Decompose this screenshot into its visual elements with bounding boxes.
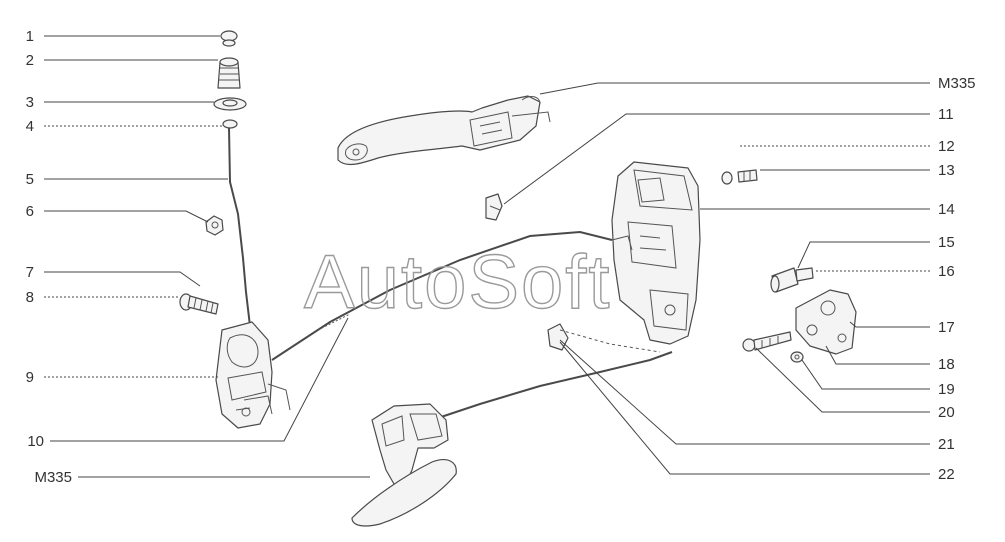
callout-7: 7	[26, 264, 34, 281]
part-retainer	[547, 323, 569, 351]
right-callouts: M335 11 12 13 14 15 16 17 18 19 20 21 22	[938, 75, 976, 483]
part-lock-rod	[228, 127, 259, 341]
callout-20: 20	[938, 404, 955, 421]
callout-2: 2	[26, 52, 34, 69]
part-lock-button-cap	[220, 30, 238, 47]
callout-19: 19	[938, 381, 955, 398]
callout-15: 15	[938, 234, 955, 251]
callout-22: 22	[938, 466, 955, 483]
part-clip	[485, 193, 503, 221]
callout-10: 10	[27, 433, 44, 450]
callout-13: 13	[938, 162, 955, 179]
part-lock-button-sleeve	[217, 57, 241, 89]
part-lock-mechanism	[215, 321, 291, 429]
part-striker-plate	[795, 289, 857, 355]
part-bushing	[222, 119, 238, 129]
part-inside-handle	[351, 403, 457, 527]
callout-5: 5	[26, 171, 34, 188]
callout-6: 6	[26, 203, 34, 220]
callout-17: 17	[938, 319, 955, 336]
part-outside-handle	[337, 95, 551, 166]
watermark: AutoSoft	[304, 240, 612, 325]
callout-4: 4	[26, 118, 34, 135]
part-door-lock	[611, 161, 701, 345]
part-nut	[205, 215, 224, 236]
part-inside-handle-rod	[437, 351, 673, 419]
callout-16: 16	[938, 263, 955, 280]
part-grommet	[213, 97, 247, 111]
callout-12: 12	[938, 138, 955, 155]
callout-1: 1	[26, 28, 34, 45]
callout-21: 21	[938, 436, 955, 453]
callout-3: 3	[26, 94, 34, 111]
left-callouts: 1 2 3 4 5 6 7 8 9 10 M335	[26, 28, 72, 486]
part-screw-small	[721, 169, 758, 185]
part-bolt	[179, 293, 219, 315]
callout-9: 9	[26, 369, 34, 386]
part-connecting-rod	[271, 230, 613, 361]
callout-m335-left: M335	[34, 469, 72, 486]
part-striker-bolt	[742, 331, 792, 352]
part-striker-screw	[770, 267, 814, 293]
callout-11: 11	[938, 106, 954, 123]
callout-18: 18	[938, 356, 955, 373]
callout-8: 8	[26, 289, 34, 306]
callout-14: 14	[938, 201, 955, 218]
callout-m335-right: M335	[938, 75, 976, 92]
part-washer	[790, 351, 804, 363]
